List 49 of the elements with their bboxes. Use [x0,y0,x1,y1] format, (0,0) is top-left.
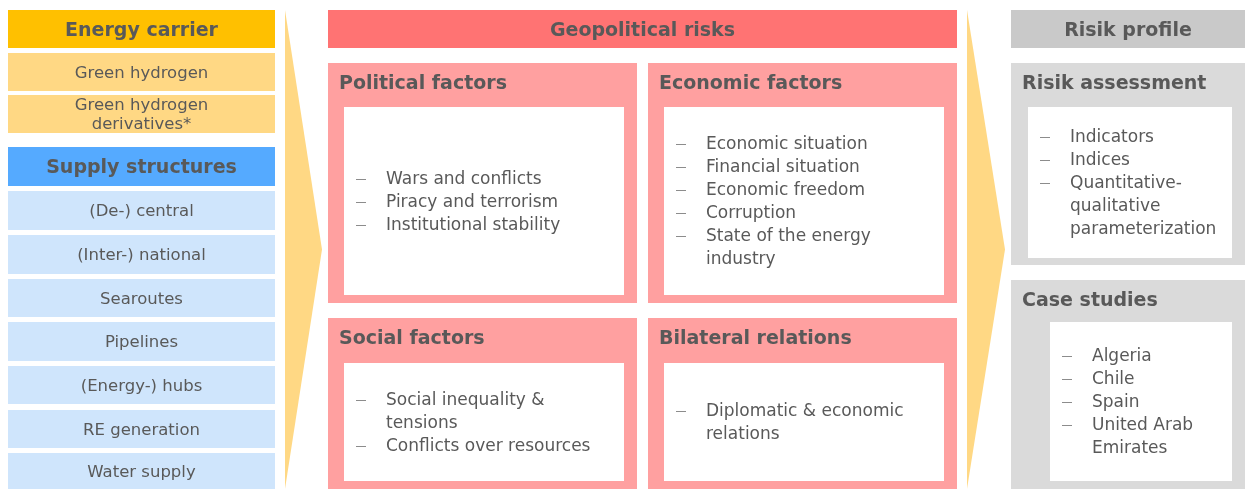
category-box: Green hydrogen derivatives* [8,95,275,133]
panel-title: Economic factors [659,71,843,93]
list-item: Indicators [1070,126,1154,146]
category-box: Water supply [8,453,275,489]
list-item: State of the energy industry [706,225,871,268]
list-item: Algeria [1092,345,1152,365]
panel-title: Social factors [339,326,485,348]
category-box: (Inter-) national [8,235,275,274]
panel-title: Case studies [1022,288,1158,310]
factor-panel [648,63,957,303]
category-box: RE generation [8,410,275,448]
category-box: Pipelines [8,322,275,361]
factor-panel [1011,63,1245,265]
list-item: Chile [1092,368,1135,388]
header-band: Geopolitical risks [328,10,957,48]
content-box [664,107,944,295]
content-box [1050,322,1232,481]
list-item: Spain [1092,391,1140,411]
factor-panel [648,318,957,489]
list-item: Corruption [706,202,797,222]
panel-title: Risik assessment [1022,71,1207,93]
content-box [344,107,624,295]
list-item: Diplomatic & economic relations [706,400,904,443]
list-item: Economic situation [706,133,868,153]
category-box: (Energy-) hubs [8,366,275,404]
panel-title: Political factors [339,71,507,93]
content-box [664,363,944,481]
content-box [344,363,624,481]
category-box: Searoutes [8,279,275,317]
category-box: Green hydrogen [8,53,275,91]
factor-panel [328,318,637,489]
category-box: (De-) central [8,191,275,230]
factor-panel [1011,280,1245,489]
header-band: Energy carrier [8,10,275,48]
list-item: Conflicts over resources [386,434,591,455]
list-item: United Arab Emirates [1092,414,1194,457]
factor-panel [328,63,637,303]
list-item: Institutional stability [386,213,561,234]
header-band: Supply structures [8,147,275,186]
list-item: Social inequality & tensions [386,388,545,432]
list-item: Indices [1070,149,1130,169]
list-item: Wars and conflicts [386,167,542,188]
header-band: Risik profile [1011,10,1245,48]
content-box [1028,107,1232,258]
panel-title: Bilateral relations [659,326,852,348]
list-item: Economic freedom [706,179,865,199]
list-item: Financial situation [706,156,860,176]
list-item: Quantitative-qualitative parameterization [1070,172,1217,238]
list-item: Piracy and terrorism [386,190,559,211]
